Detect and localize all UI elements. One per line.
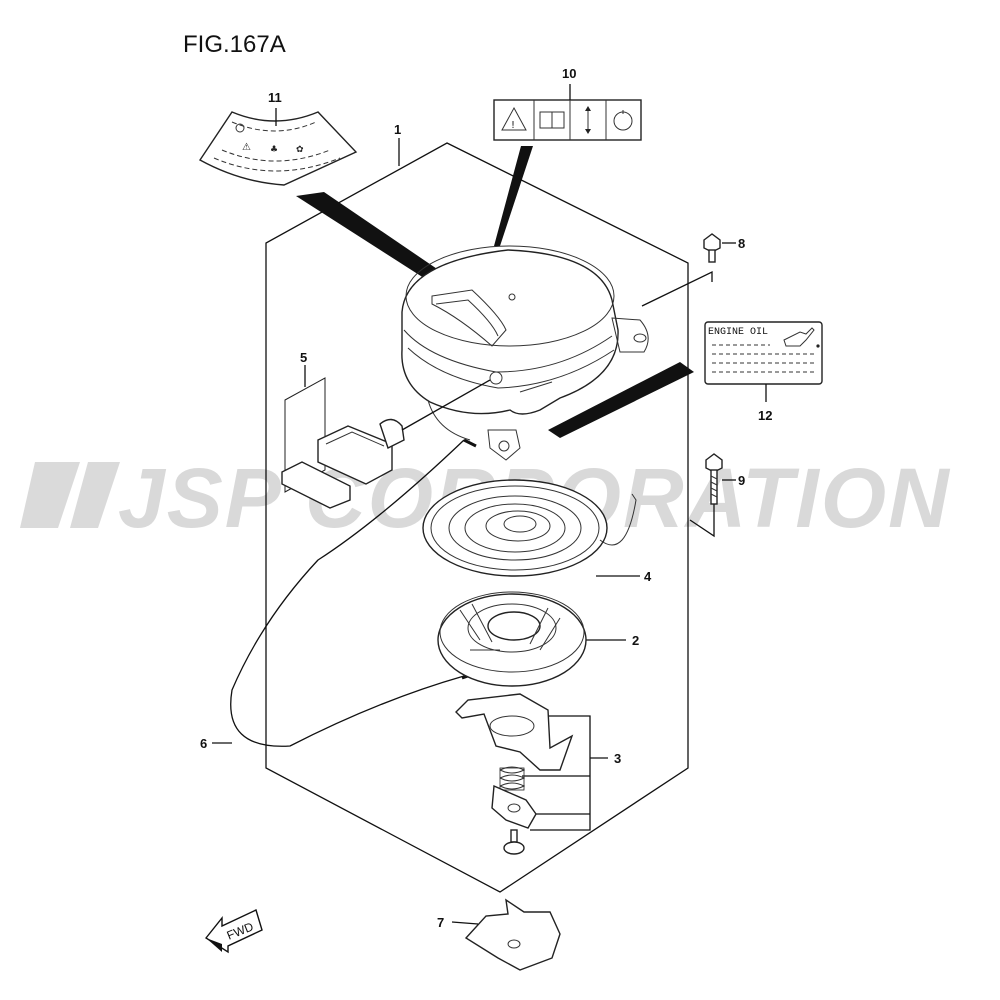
pointer-wedge-10 bbox=[494, 146, 533, 246]
ratchet-spring bbox=[499, 766, 526, 791]
starter-rope-6 bbox=[230, 439, 465, 747]
callout-11: 11 bbox=[268, 90, 282, 105]
ratchet-screw bbox=[503, 829, 525, 855]
bolt-8 bbox=[703, 233, 721, 263]
starter-rotation-icon bbox=[613, 110, 633, 131]
callout-4: 4 bbox=[644, 569, 652, 584]
callout-10: 10 bbox=[562, 66, 576, 81]
plate-7 bbox=[464, 898, 561, 971]
leader-3-bracket bbox=[530, 715, 591, 831]
svg-text:!: ! bbox=[511, 120, 515, 131]
engine-oil-label-text: ENGINE OIL bbox=[708, 327, 768, 338]
fwd-arrow-icon: FWD bbox=[204, 909, 263, 954]
svg-text:♣: ♣ bbox=[270, 145, 278, 155]
manual-book-icon bbox=[539, 111, 565, 129]
starter-cover bbox=[401, 245, 649, 461]
leader-7 bbox=[451, 921, 479, 925]
decal-label-10: ! bbox=[493, 99, 642, 141]
decal-label-12: ENGINE OIL bbox=[704, 321, 823, 385]
callout-12: 12 bbox=[758, 408, 772, 423]
pointer-wedge-11 bbox=[296, 192, 468, 296]
svg-text:✿: ✿ bbox=[296, 145, 304, 155]
starter-handle-5 bbox=[281, 377, 405, 509]
rope-reel-2 bbox=[437, 591, 587, 687]
oil-can-icon bbox=[783, 327, 820, 348]
callout-2: 2 bbox=[632, 633, 639, 648]
leader-8-to-cover bbox=[641, 270, 713, 307]
bolt-9 bbox=[705, 453, 723, 505]
rope-end-upper bbox=[463, 438, 477, 448]
callout-6: 6 bbox=[200, 736, 207, 751]
decal-label-11: ⚠ ♣ ✿ bbox=[198, 111, 358, 186]
warning-triangle-icon: ! bbox=[501, 106, 527, 131]
svg-text:⚠: ⚠ bbox=[242, 142, 251, 153]
ratchet-assembly-3 bbox=[455, 693, 574, 855]
rope-upper bbox=[401, 379, 491, 431]
pointer-wedge-12 bbox=[548, 362, 694, 438]
watermark-logo-mark bbox=[20, 462, 120, 528]
leader-9-to-assembly bbox=[689, 504, 715, 538]
assembly-outline bbox=[265, 142, 689, 893]
pull-direction-arrow-icon bbox=[585, 106, 591, 134]
figure-title: FIG.167A bbox=[183, 31, 286, 58]
callout-1: 1 bbox=[394, 122, 401, 137]
recoil-spring-4 bbox=[422, 479, 637, 577]
callout-8: 8 bbox=[738, 236, 745, 251]
callout-7: 7 bbox=[437, 915, 444, 930]
callout-5: 5 bbox=[300, 350, 307, 365]
callout-3: 3 bbox=[614, 751, 621, 766]
callout-9: 9 bbox=[738, 473, 745, 488]
